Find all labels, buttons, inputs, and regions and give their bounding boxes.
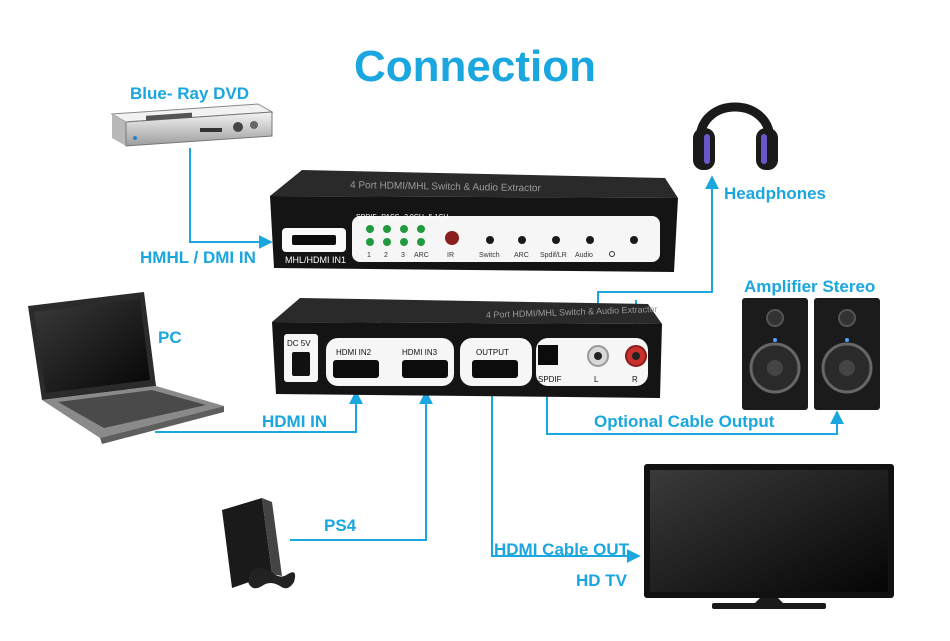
led-label-3: 3 (401, 252, 405, 259)
audio-button[interactable] (586, 236, 594, 244)
hdmi-in2-label: HDMI IN2 (336, 348, 372, 357)
hdmi-output-port[interactable] (472, 360, 518, 378)
ps4-console-image (222, 498, 296, 589)
arc-label: ARC (514, 252, 529, 259)
amplifier-label: Amplifier Stereo (744, 277, 876, 296)
spdif-port[interactable] (538, 345, 558, 365)
line-spdif-to-amplifier (546, 393, 844, 435)
ir-label: IR (447, 252, 454, 259)
r-label: R (632, 375, 638, 384)
hd-tv-image (644, 464, 894, 609)
switch-label: Switch (479, 252, 500, 259)
power-icon (609, 251, 615, 257)
output-label: OUTPUT (476, 348, 509, 357)
hdmi-in2-port[interactable] (333, 360, 379, 378)
power-button[interactable] (630, 236, 638, 244)
switch-front-panel: 4 Port HDMI/MHL Switch & Audio Extractor… (270, 170, 678, 272)
hdmi-cable-out-label: HDMI Cable OUT (494, 540, 630, 559)
hdmi-in-label: HDMI IN (262, 412, 328, 431)
switch-rear-panel: 4 Port HDMI/MHL Switch & Audio Extractor… (272, 298, 662, 398)
headphones-image (693, 102, 778, 170)
hdmi-in3-label: HDMI IN3 (402, 348, 438, 357)
line-ps4-to-hdmi-in3 (290, 390, 433, 541)
audio-label: Audio (575, 252, 593, 259)
mhl-hdmi-in-label: HMHL / DMI IN (140, 248, 256, 267)
pc-laptop-image (28, 292, 224, 444)
dc-label: DC 5V (287, 339, 311, 348)
dc-power-jack[interactable] (292, 352, 310, 376)
connection-lines (155, 148, 844, 563)
hd-tv-label: HD TV (576, 571, 627, 590)
line-bluray-to-in1 (189, 148, 273, 249)
bluray-player-image (110, 103, 274, 147)
switch-button[interactable] (486, 236, 494, 244)
ps4-label: PS4 (324, 516, 357, 535)
amplifier-speakers-image (742, 298, 880, 410)
led-label-1: 1 (367, 252, 371, 259)
page-title: Connection (354, 42, 596, 91)
led-header-label: SPDIF--PASS--2.0CH--5.1CH (356, 214, 448, 221)
optional-cable-label: Optional Cable Output (594, 412, 775, 431)
front-port-label: MHL/HDMI IN1 (285, 255, 346, 265)
hdmi-in3-port[interactable] (402, 360, 448, 378)
line-pc-to-hdmi-in2 (155, 390, 363, 433)
led-label-arc: ARC (414, 252, 429, 259)
arc-button[interactable] (518, 236, 526, 244)
bluray-label: Blue- Ray DVD (130, 84, 250, 103)
headphones-label: Headphones (724, 184, 827, 203)
l-label: L (594, 375, 599, 384)
pc-label: PC (158, 328, 182, 347)
line-output-to-tv (491, 393, 641, 563)
spdif-lr-button[interactable] (552, 236, 560, 244)
spdif-lr-label: Spdif/LR (540, 252, 567, 259)
svg-text:4 Port HDMI/MHL Switch & Audio: 4 Port HDMI/MHL Switch & Audio Extractor (350, 180, 542, 194)
indicator-leds (366, 225, 425, 246)
spdif-label: SPDIF (538, 375, 562, 384)
led-label-2: 2 (384, 252, 388, 259)
